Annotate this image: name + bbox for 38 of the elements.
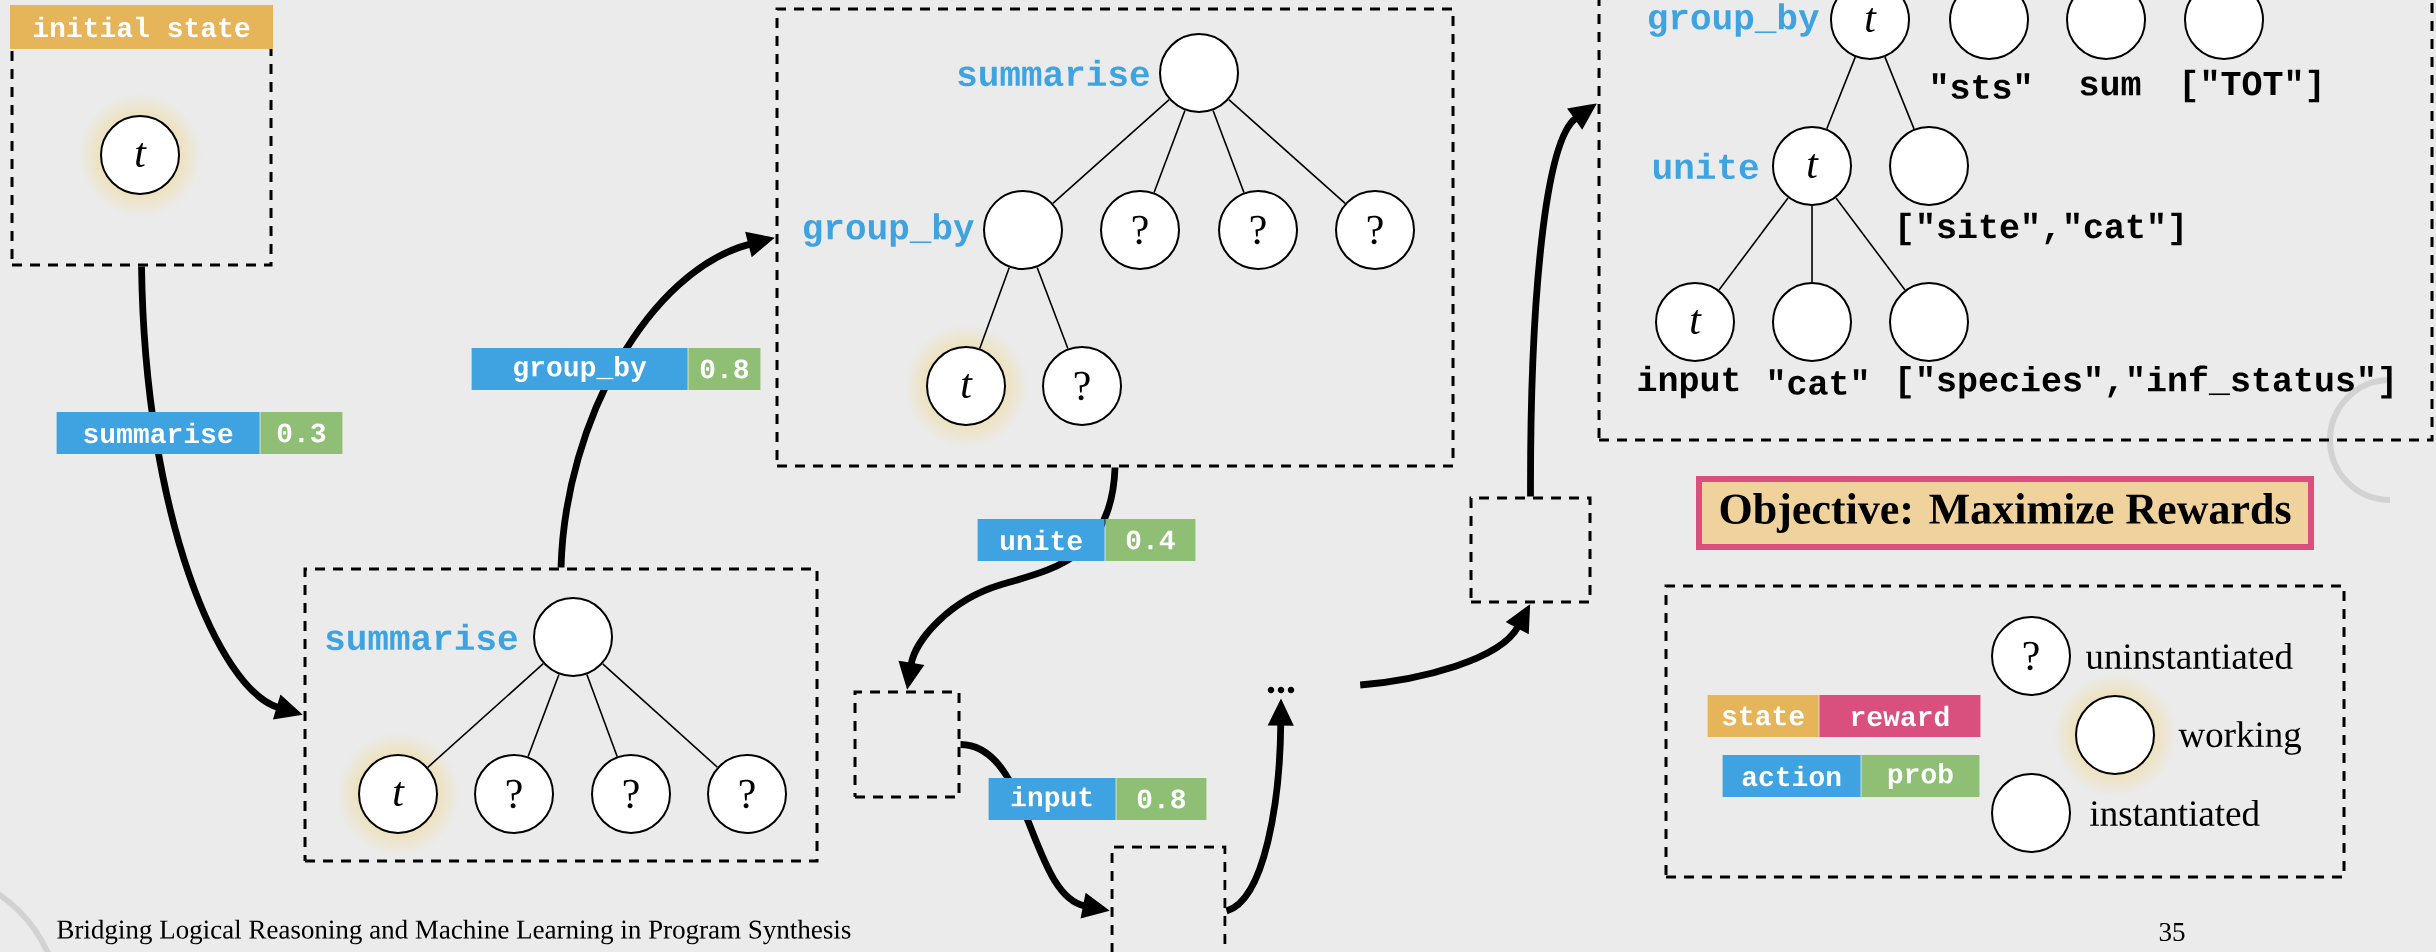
- argument-label: ["site","cat"]: [1900, 212, 2182, 246]
- probability-label: 0.4: [1105, 519, 1196, 561]
- objective-banner: Objective: Maximize Rewards: [1696, 476, 2314, 550]
- edge-label: unite: [977, 519, 1105, 561]
- argument-label: "cat": [1769, 369, 1867, 395]
- argument-label: input: [1638, 365, 1739, 399]
- footer-text: Bridging Logical Reasoning and Machine Learning in Program Synthesis: [57, 919, 851, 945]
- probability-label: 0.3: [260, 412, 343, 454]
- page-number: 35: [2159, 922, 2185, 942]
- node-label: instantiated: [2090, 799, 2260, 827]
- probability-label: 0.8: [688, 348, 761, 390]
- legend-tag: state: [1707, 695, 1819, 737]
- argument-label: sum: [2080, 76, 2141, 96]
- legend-tag: prob: [1861, 755, 1980, 797]
- edge-label: group_by: [471, 348, 688, 390]
- ellipsis-text: ...: [1267, 686, 1295, 694]
- dashed-box: [853, 690, 961, 799]
- operator-label: unite: [1654, 152, 1758, 180]
- operator-label: summarise: [958, 59, 1149, 87]
- argument-label: "sts": [1932, 73, 2030, 99]
- operator-label: summarise: [326, 623, 517, 651]
- dashed-box: [1110, 845, 1227, 952]
- dashed-box: [1597, 0, 2434, 442]
- operator-label: group_by: [804, 213, 974, 247]
- edge-label: summarise: [56, 412, 260, 454]
- dashed-box: [775, 7, 1455, 468]
- legend-tag: reward: [1819, 695, 1981, 737]
- edge-label: input: [988, 778, 1116, 820]
- legend-tag: action: [1722, 755, 1861, 797]
- node-label: working: [2178, 721, 2302, 755]
- argument-label: ["species","inf_status"]: [1900, 365, 2392, 399]
- operator-label: group_by: [1649, 3, 1819, 37]
- probability-label: 0.8: [1116, 778, 1207, 820]
- dashed-box: [1664, 584, 2346, 879]
- dashed-box: [303, 567, 819, 863]
- node-label: uninstantiated: [2085, 642, 2293, 670]
- argument-label: ["TOT"]: [2184, 69, 2320, 103]
- dashed-box: [1469, 496, 1592, 604]
